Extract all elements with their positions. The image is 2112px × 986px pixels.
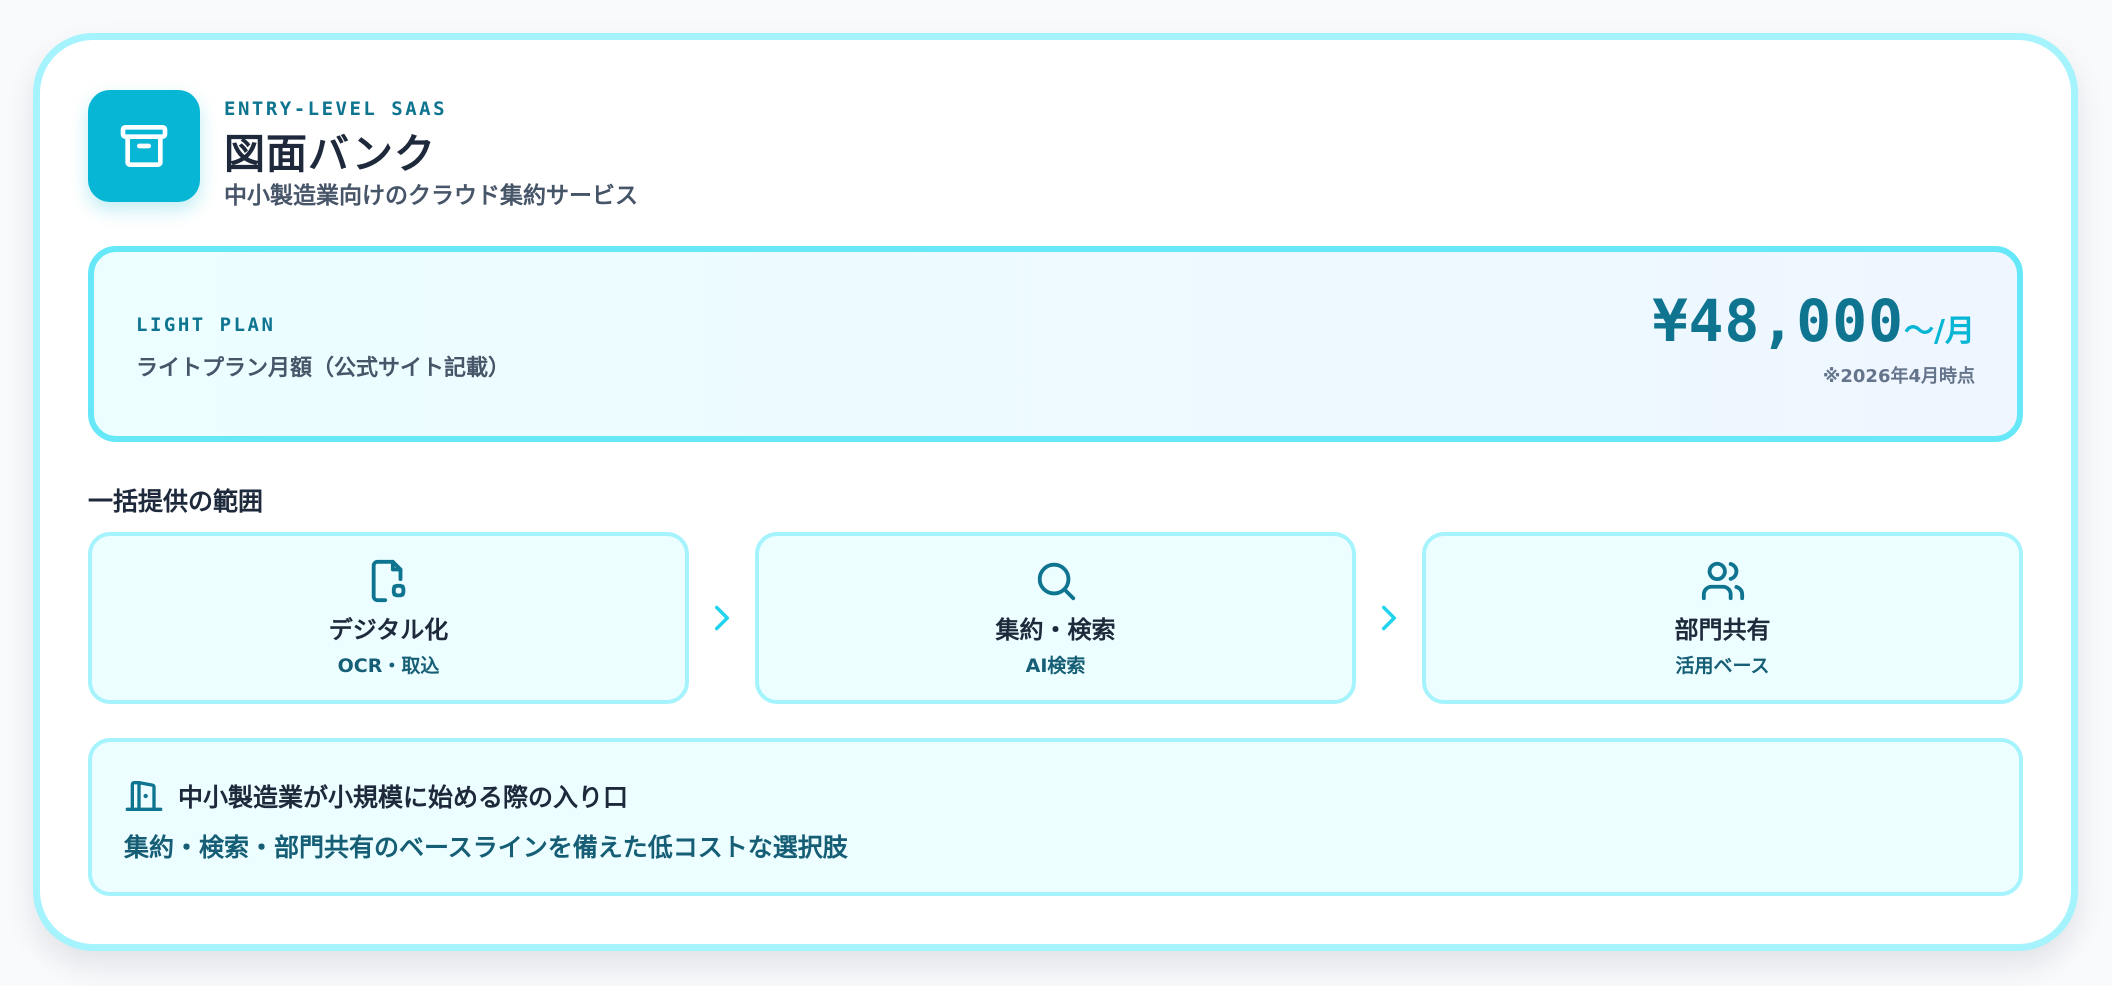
step-subtitle: 活用ベース — [1675, 655, 1770, 677]
step-arrow — [689, 604, 755, 632]
step-card-search: 集約・検索 AI検索 — [755, 532, 1356, 704]
price-unit: 〜/月 — [1904, 314, 1975, 349]
step-arrow — [1356, 604, 1422, 632]
chevron-right-icon — [715, 605, 729, 631]
step-title: 集約・検索 — [995, 616, 1116, 644]
step-card-digitize: デジタル化 OCR・取込 — [88, 532, 689, 704]
price-note: ※2026年4月時点 — [1822, 366, 1975, 387]
plan-card: LIGHT PLAN ライトプラン月額（公式サイト記載） ¥48,000〜/月 … — [88, 246, 2023, 442]
users-icon — [1701, 561, 1744, 601]
callout-body: 集約・検索・部門共有のベースラインを備えた低コストな選択肢 — [124, 833, 848, 862]
page-title: 図面バンク — [224, 130, 437, 178]
eyebrow-label: ENTRY-LEVEL SAAS — [224, 98, 448, 120]
step-card-share: 部門共有 活用ベース — [1422, 532, 2023, 704]
step-subtitle: OCR・取込 — [337, 655, 440, 677]
plan-description: ライトプラン月額（公式サイト記載） — [136, 356, 511, 381]
service-card: ENTRY-LEVEL SAAS 図面バンク 中小製造業向けのクラウド集約サービ… — [33, 33, 2078, 951]
door-open-icon — [125, 781, 163, 811]
archive-box-icon — [120, 125, 168, 168]
step-title: 部門共有 — [1674, 616, 1771, 644]
logo-tile — [88, 90, 200, 202]
price-block: ¥48,000〜/月 ※2026年4月時点 — [1653, 292, 1975, 388]
callout-title: 中小製造業が小規模に始める際の入り口 — [178, 783, 629, 812]
section-title: 一括提供の範囲 — [88, 487, 264, 516]
chevron-right-icon — [1382, 605, 1396, 631]
entry-point-callout: 中小製造業が小規模に始める際の入り口 集約・検索・部門共有のベースラインを備えた… — [88, 738, 2023, 896]
search-icon — [1037, 562, 1075, 601]
page-subtitle: 中小製造業向けのクラウド集約サービス — [224, 183, 638, 209]
file-scan-icon — [371, 559, 405, 603]
step-title: デジタル化 — [328, 616, 449, 644]
step-subtitle: AI検索 — [1025, 655, 1086, 677]
price-value: ¥48,000 — [1652, 287, 1905, 355]
plan-label: LIGHT PLAN — [136, 314, 276, 336]
scope-steps: デジタル化 OCR・取込 集約・検索 AI検索 — [88, 532, 2023, 704]
